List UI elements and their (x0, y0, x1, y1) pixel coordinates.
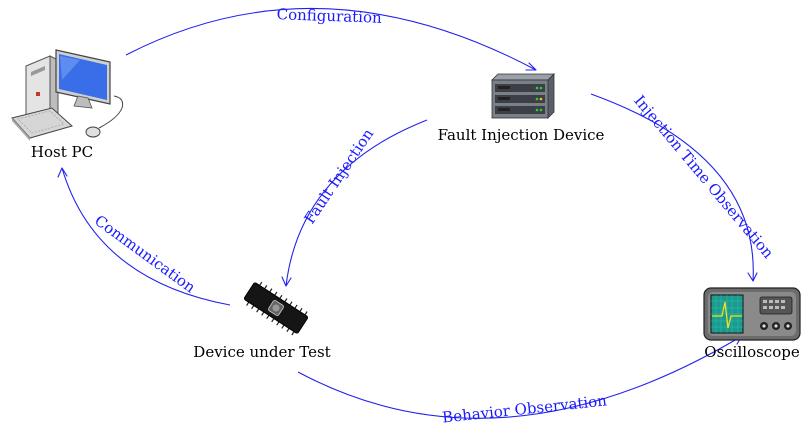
injection-time-observation-arrowhead (747, 272, 758, 282)
injection-time-observation-arrow (590, 93, 754, 282)
fault-injection-device-node: Fault Injection Device (438, 73, 605, 144)
edge-fault-injection: Fault Injection (281, 119, 428, 287)
edge-communication: Communication (57, 167, 231, 306)
oscilloscope-node: Oscilloscope (703, 287, 801, 361)
host-pc-node: Host PC (11, 49, 124, 161)
microchip-icon (243, 281, 309, 336)
configuration-arrowhead (525, 62, 537, 71)
communication-label: Communication (91, 211, 199, 296)
oscilloscope-label: Oscilloscope (704, 343, 800, 361)
fault-injection-arrowhead (281, 276, 292, 287)
edge-configuration: Configuration (125, 5, 537, 71)
oscilloscope-icon (703, 287, 801, 341)
fault-injection-device-label: Fault Injection Device (438, 126, 605, 144)
device-under-test-node: Device under Test (193, 281, 331, 361)
edge-injection-time-observation: Injection Time Observation (590, 92, 777, 282)
fault-injection-arrow (285, 119, 428, 287)
edge-behavior-observation: Behavior Observation (297, 335, 743, 427)
configuration-arrow (125, 7, 537, 71)
host-pc-label: Host PC (31, 143, 93, 161)
communication-arrowhead (57, 167, 68, 178)
injection-time-observation-label: Injection Time Observation (630, 92, 777, 262)
behavior-observation-label: Behavior Observation (441, 391, 608, 426)
device-under-test-label: Device under Test (193, 343, 330, 361)
behavior-observation-arrow (297, 335, 743, 419)
desktop-computer-icon (11, 49, 124, 141)
communication-arrow (61, 167, 231, 306)
fault-injection-label: Fault Injection (300, 125, 377, 227)
configuration-label: Configuration (276, 5, 382, 27)
server-rack-icon (491, 73, 555, 119)
